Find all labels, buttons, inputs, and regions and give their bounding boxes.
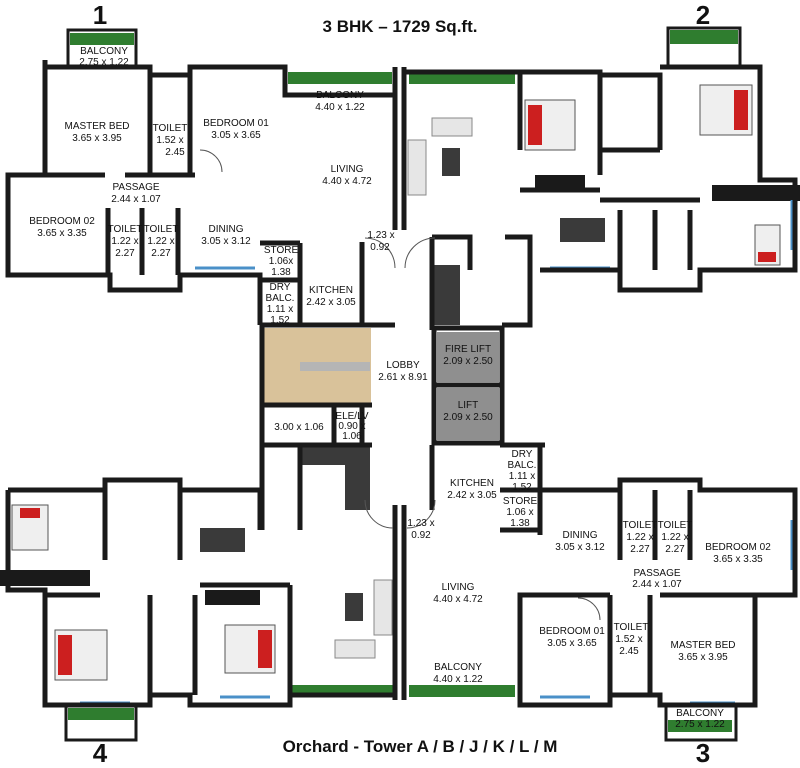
- door-swing: [364, 237, 396, 269]
- wall: [45, 64, 395, 98]
- planter: [288, 72, 392, 84]
- wardrobe: [535, 175, 585, 190]
- lift-shaft: [437, 388, 499, 440]
- kitchen-counter: [345, 445, 370, 510]
- flat-number-3: 3: [696, 738, 710, 768]
- walls-layer: [5, 26, 798, 742]
- wardrobe: [712, 185, 800, 201]
- staircase-landing: [300, 362, 370, 371]
- door-swings: [199, 149, 601, 621]
- pillow: [20, 508, 40, 518]
- planter: [409, 685, 515, 697]
- sofa: [431, 117, 473, 137]
- wall: [540, 64, 798, 293]
- planter: [670, 30, 738, 44]
- pillow: [734, 90, 748, 130]
- door-swing: [199, 149, 223, 173]
- sofa: [373, 579, 393, 636]
- pillow: [258, 630, 272, 668]
- labels-layer: 3 BHK – 1729 Sq.ft. Orchard - Tower A / …: [29, 0, 771, 768]
- pillow: [528, 105, 542, 145]
- fire-lift-shaft: [437, 332, 499, 382]
- pillow: [758, 252, 776, 262]
- page-title: 3 BHK – 1729 Sq.ft.: [323, 17, 478, 36]
- coffee-table: [345, 593, 363, 621]
- planter: [70, 33, 134, 45]
- tower-caption: Orchard - Tower A / B / J / K / L / M: [283, 737, 558, 756]
- coffee-table: [442, 148, 460, 176]
- door-swing: [364, 499, 394, 529]
- wall: [520, 69, 603, 175]
- wall: [5, 60, 263, 325]
- wall: [502, 234, 533, 328]
- wardrobe: [205, 590, 260, 605]
- door-swing: [404, 237, 436, 269]
- windows-layer: [6, 65, 794, 705]
- furniture-layer: [0, 30, 800, 732]
- wall: [600, 72, 663, 150]
- planter: [68, 708, 134, 720]
- balcony-rail: [66, 28, 138, 69]
- planter: [668, 720, 732, 732]
- flat-number-4: 4: [93, 738, 108, 768]
- pillow: [58, 635, 72, 675]
- dining-table: [200, 528, 245, 552]
- flat-number-2: 2: [696, 0, 710, 30]
- balcony-rail: [64, 703, 138, 742]
- door-swing: [406, 499, 436, 529]
- dining-table: [560, 218, 605, 242]
- wall: [432, 234, 473, 270]
- sofa: [334, 639, 376, 659]
- kitchen-counter: [300, 445, 345, 465]
- planter: [409, 72, 515, 84]
- flat-number-1: 1: [93, 0, 107, 30]
- balcony-rail: [666, 26, 742, 69]
- door-swing: [577, 597, 601, 621]
- room-label: 3.00 x 1.06: [274, 422, 324, 433]
- wardrobe: [0, 570, 90, 586]
- sofa: [407, 139, 427, 196]
- balcony-rail: [664, 703, 738, 742]
- kitchen-counter: [432, 265, 460, 325]
